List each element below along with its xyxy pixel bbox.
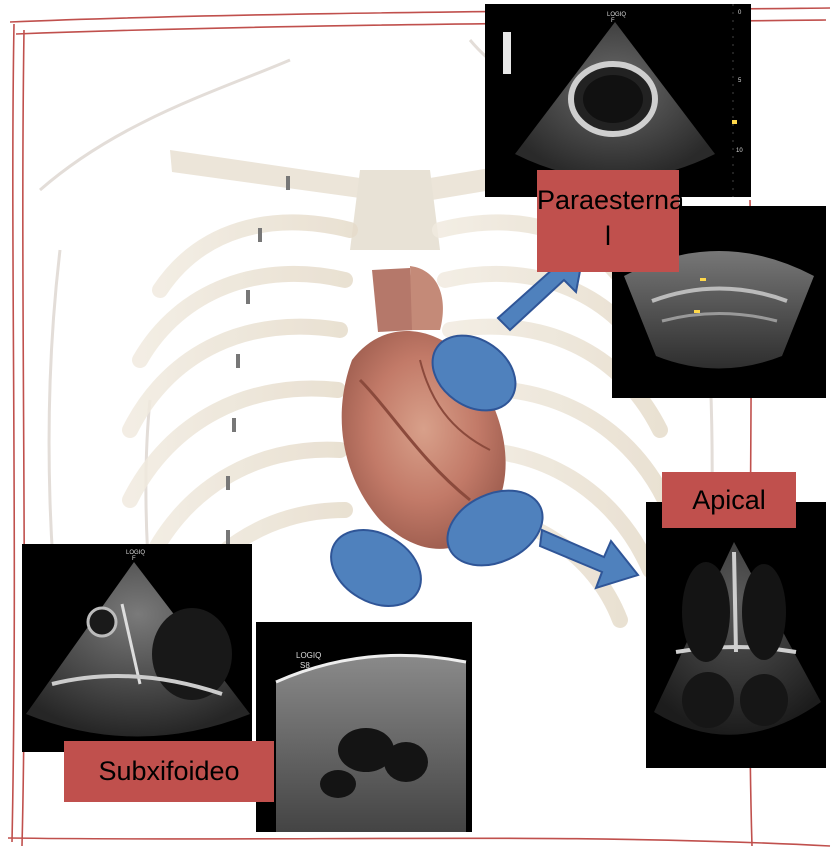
apical-label-text: Apical — [692, 485, 766, 515]
paraesternal-label-line1: Paraesterna — [537, 182, 679, 218]
sternum — [350, 170, 440, 250]
subxifoideo-label: Subxifoideo — [64, 741, 274, 802]
apical-label: Apical — [662, 472, 796, 528]
subxifoideo-label-text: Subxifoideo — [98, 756, 239, 786]
parasternal-mode-text: F — [611, 18, 615, 24]
subxiphoid-four-chamber-image: LOGIQ F — [22, 544, 252, 752]
subxiphoid-mode-text: F — [132, 556, 136, 562]
depth-10-text: 10 — [736, 148, 743, 154]
apical-four-chamber-image — [646, 502, 826, 768]
subxiphoid-liver-image: LOGIQ S8 — [256, 622, 472, 832]
parasternal-brand-text: LOGIQ — [607, 12, 626, 18]
paraesternal-label-line2: l — [537, 218, 679, 254]
parasternal-short-axis-image: LOGIQ F 0 5 10 — [485, 4, 751, 197]
paraesternal-label: Paraesterna l — [537, 170, 679, 272]
liver-brand-text: LOGIQ — [296, 651, 321, 660]
liver-mode-text: S8 — [300, 661, 310, 670]
